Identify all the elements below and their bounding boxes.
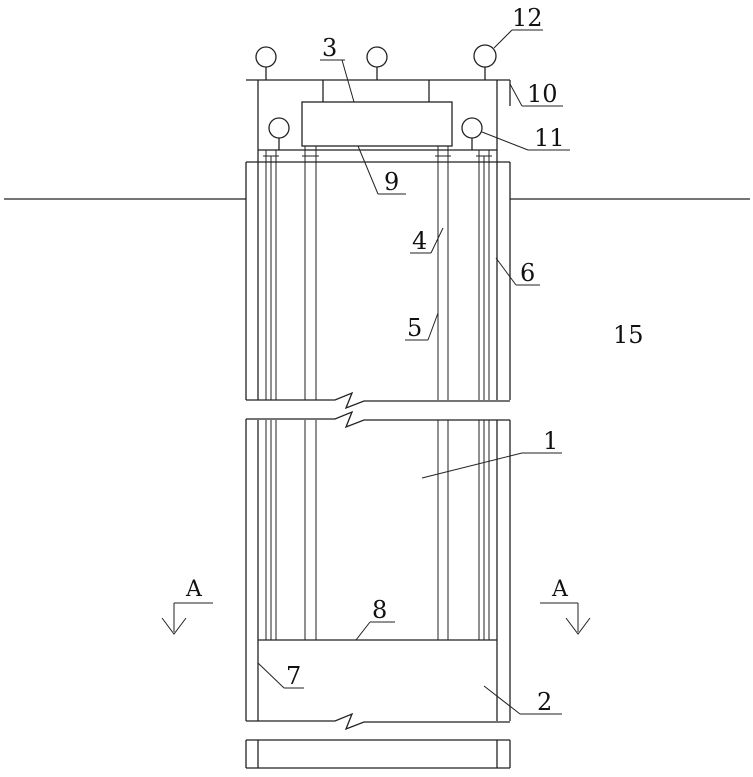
gauge-lower-right xyxy=(462,118,482,150)
gauge-lower-left xyxy=(269,118,289,150)
label-8: 8 xyxy=(372,596,387,624)
inner-wall-upper xyxy=(258,162,497,400)
label-9: 9 xyxy=(384,168,399,196)
section-label-left: A xyxy=(185,577,203,602)
label-4: 4 xyxy=(412,227,427,255)
label-15: 15 xyxy=(613,321,644,349)
section-label-right: A xyxy=(551,577,569,602)
pipe-connectors xyxy=(263,146,492,156)
label-7: 7 xyxy=(286,662,301,690)
label-5: 5 xyxy=(407,314,422,342)
label-2: 2 xyxy=(537,688,552,716)
gauge-top-middle xyxy=(367,47,387,80)
casing-upper xyxy=(246,162,510,408)
label-12: 12 xyxy=(512,4,543,32)
label-11: 11 xyxy=(534,124,565,152)
label-10: 10 xyxy=(527,80,558,108)
gauge-top-right xyxy=(474,45,496,80)
label-6: 6 xyxy=(520,259,535,287)
section-marker-left xyxy=(162,603,213,634)
label-1: 1 xyxy=(543,427,558,455)
section-marker-right xyxy=(540,603,590,634)
device-box-3 xyxy=(302,102,452,146)
casing-bottom-segment xyxy=(246,740,510,768)
gauge-top-left xyxy=(256,47,276,80)
label-3: 3 xyxy=(322,34,337,62)
